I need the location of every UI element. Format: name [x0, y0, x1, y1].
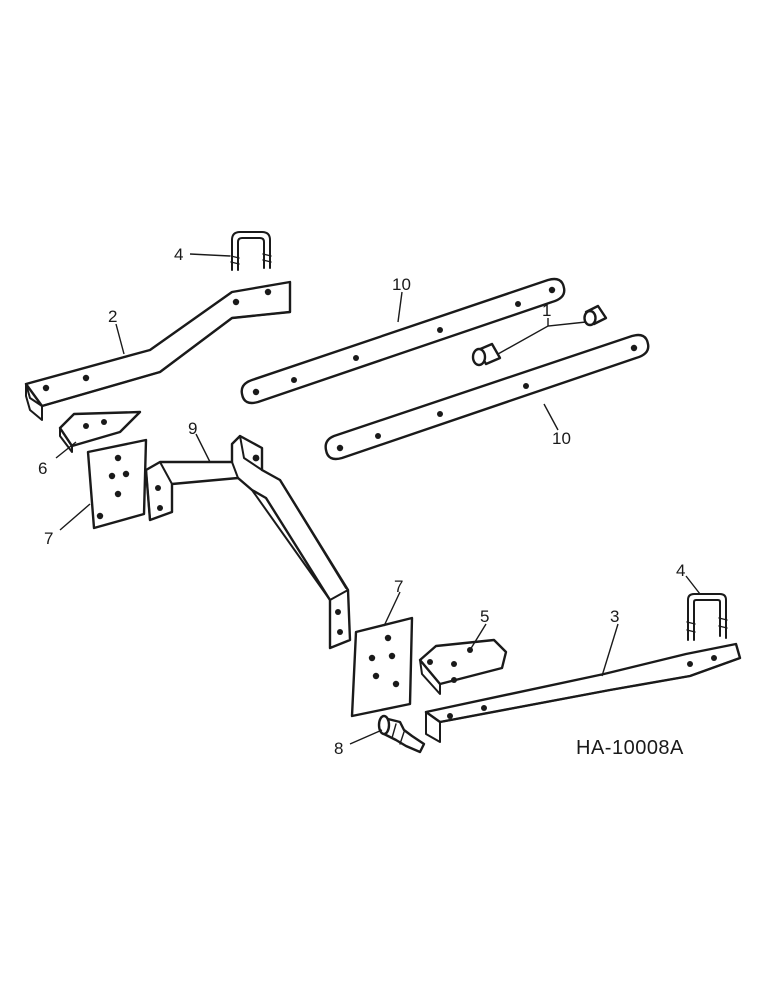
angle-bracket-6	[58, 410, 142, 453]
leader-7-left	[59, 503, 91, 531]
callout-7-right: 7	[394, 577, 403, 596]
side-rail-left	[24, 280, 292, 421]
u-bolt-lower	[686, 593, 728, 641]
leader-lines	[55, 253, 701, 745]
cross-member-9	[144, 434, 352, 650]
leader-10-lower	[543, 403, 559, 431]
callout-1: 1	[542, 301, 551, 320]
callout-10-upper: 10	[392, 275, 411, 294]
callout-6: 6	[38, 459, 47, 478]
callout-labels: 4 2 10 1 10 6 9 7 7 5 3 4 8	[38, 245, 685, 758]
flat-bar-upper	[240, 277, 566, 405]
leader-8	[349, 729, 383, 745]
callout-8: 8	[334, 739, 343, 758]
callout-5: 5	[480, 607, 489, 626]
callout-3: 3	[610, 607, 619, 626]
drawing-reference: HA-10008A	[576, 737, 684, 759]
leader-1	[497, 318, 587, 355]
leader-6	[55, 441, 77, 459]
callout-4-upper: 4	[174, 245, 183, 264]
stud-bolt-8	[377, 714, 426, 754]
callout-7-left: 7	[44, 529, 53, 548]
flat-bar-lower	[324, 333, 650, 461]
angle-bracket-5	[418, 638, 508, 695]
callout-2: 2	[108, 307, 117, 326]
u-bolt-upper	[230, 231, 272, 271]
leader-3	[601, 623, 619, 677]
leader-2	[115, 323, 125, 355]
mounting-plate-left	[86, 438, 148, 530]
leader-7-right	[383, 591, 401, 627]
callout-10-lower: 10	[552, 429, 571, 448]
leader-5	[469, 623, 487, 651]
leader-10-upper	[397, 291, 403, 323]
leader-4-upper	[189, 253, 231, 257]
bushing-pair	[471, 304, 608, 367]
side-rail-right	[424, 642, 742, 743]
leader-4-lower	[685, 575, 701, 595]
leader-9	[195, 433, 211, 463]
callout-9: 9	[188, 419, 197, 438]
mounting-plate-right	[350, 616, 414, 718]
callout-4-lower: 4	[676, 561, 685, 580]
